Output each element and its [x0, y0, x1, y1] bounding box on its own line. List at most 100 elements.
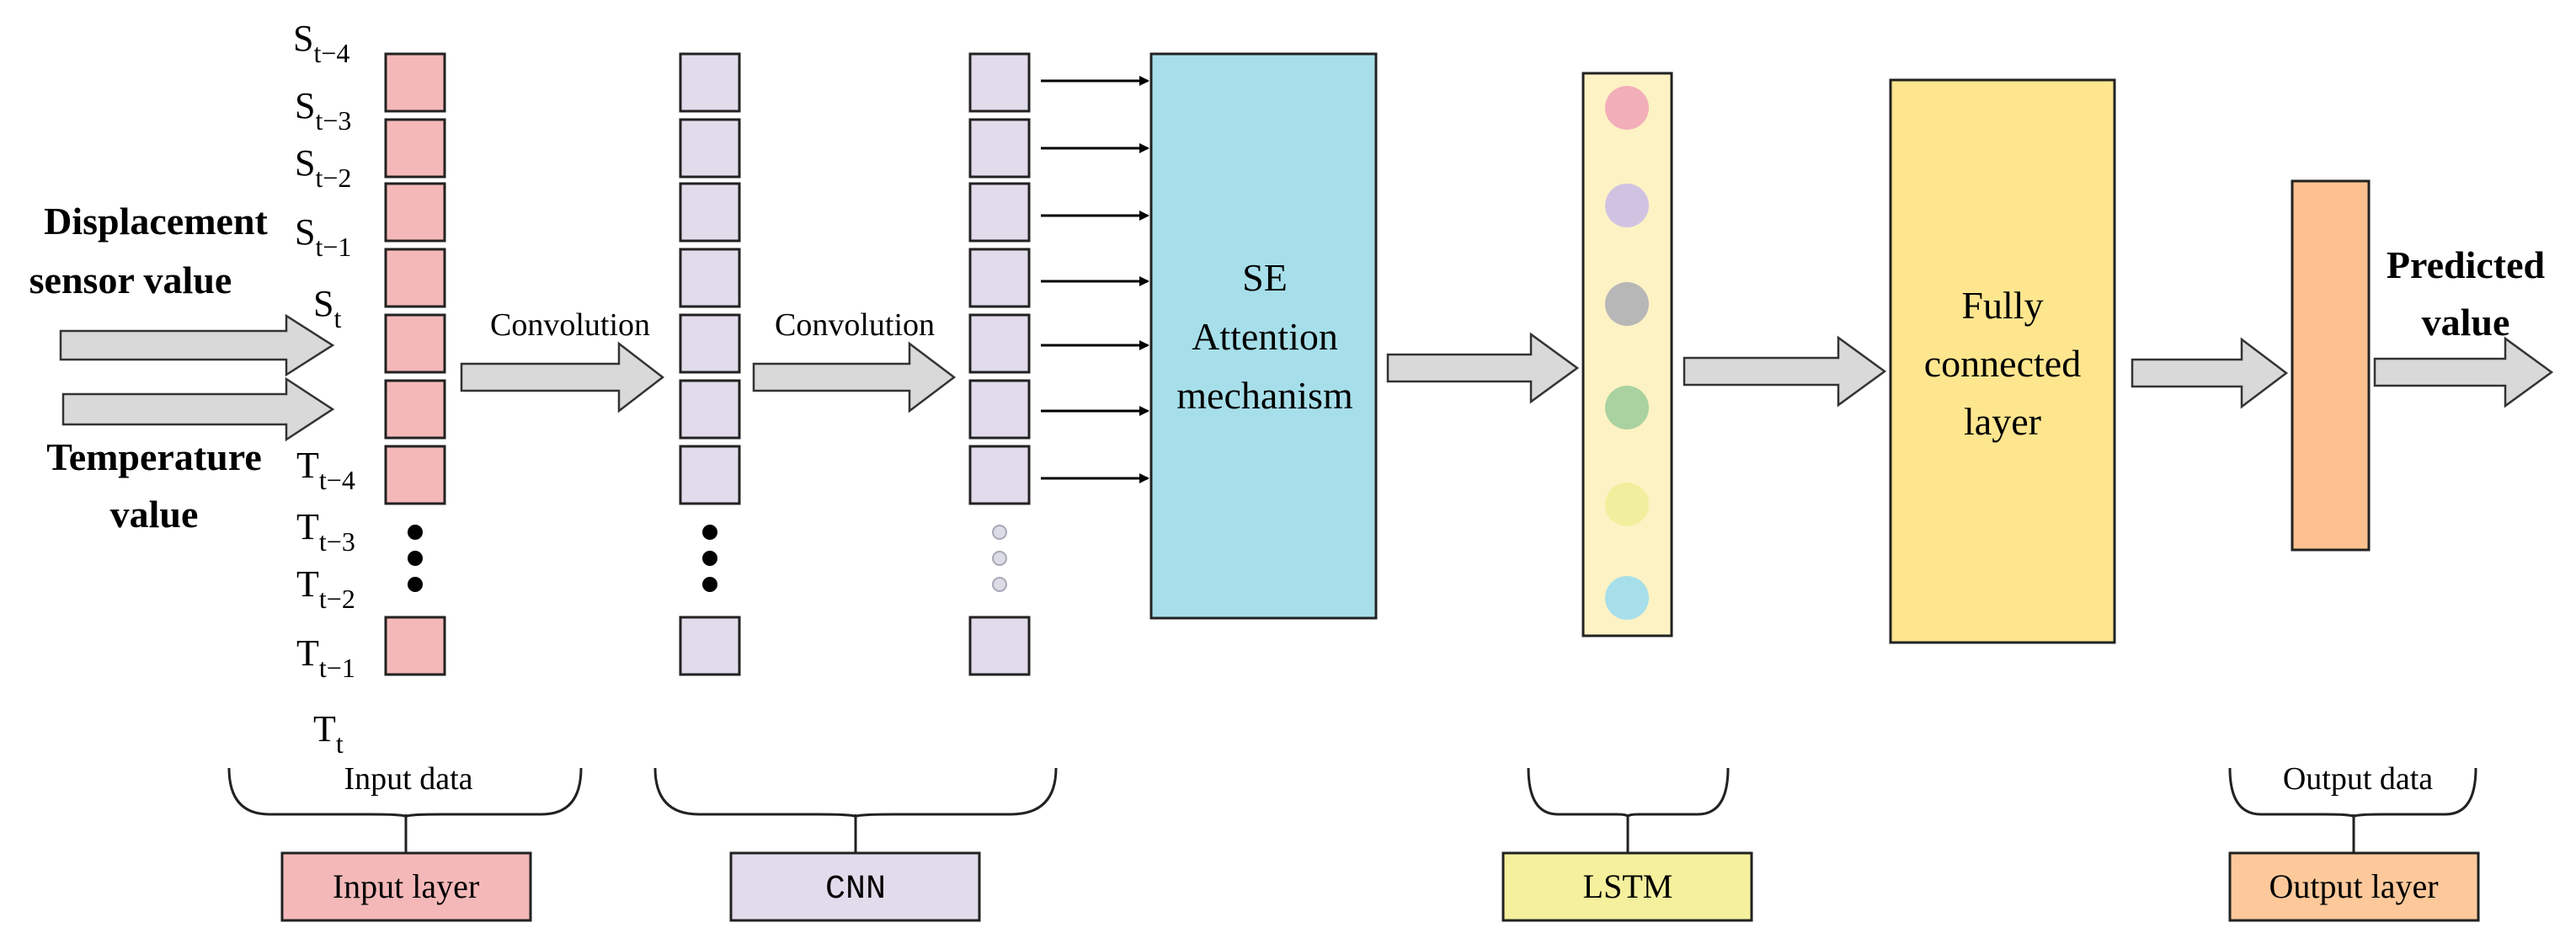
cell — [679, 118, 741, 179]
convolution-label-2: Convolution — [775, 307, 935, 343]
displacement-label-line2: sensor value — [29, 259, 232, 301]
se-label-line2: Attention — [1192, 315, 1338, 358]
ellipsis-dot — [408, 551, 423, 566]
predicted-label-line2: value — [2422, 301, 2510, 344]
sequence-label: St−3 — [295, 85, 351, 136]
cell — [968, 445, 1031, 505]
lstm-unit-dot — [1605, 184, 1649, 227]
sequence-label: Tt−3 — [296, 506, 355, 557]
lstm-bar — [1581, 72, 1673, 637]
ellipsis-dot — [992, 525, 1007, 540]
ellipsis-dot — [702, 525, 717, 540]
sequence-label: St — [313, 283, 341, 333]
cell — [384, 379, 446, 440]
cnn-brace — [653, 767, 1058, 852]
cell — [679, 379, 741, 440]
cell — [968, 182, 1031, 243]
fully-connected-label: Fully connected layer — [1924, 284, 2081, 443]
output-arrow — [2373, 336, 2554, 408]
cnn-cell-column-2 — [968, 52, 1149, 676]
temperature-input-arrow — [61, 376, 335, 442]
cnn-cell-column-1 — [679, 52, 741, 676]
sequence-label: St−2 — [295, 142, 351, 193]
se-label-line1: SE — [1242, 256, 1288, 299]
ellipsis-dot — [992, 551, 1007, 566]
cell — [384, 52, 446, 113]
output-brace — [2228, 767, 2477, 852]
displacement-input-label: Displacement sensor value — [29, 200, 269, 301]
input-layer-label: Input layer — [333, 867, 479, 905]
cell — [968, 248, 1031, 308]
cell — [384, 182, 446, 243]
cell — [968, 118, 1031, 179]
cell — [968, 616, 1031, 676]
cell — [679, 248, 741, 308]
sequence-label: Tt−1 — [296, 632, 355, 683]
fc-label-line1: Fully — [1961, 284, 2043, 327]
cell — [384, 248, 446, 308]
lstm-unit-dot — [1605, 282, 1649, 326]
se-label-line3: mechanism — [1176, 374, 1353, 417]
cell — [679, 616, 741, 676]
cnn-label: CNN — [825, 871, 886, 909]
cell — [968, 313, 1031, 374]
input-data-label: Input data — [344, 761, 472, 797]
cell — [384, 616, 446, 676]
ellipsis-dot — [992, 577, 1007, 592]
cell — [679, 182, 741, 243]
se-attention-block — [1149, 52, 1378, 620]
sequence-label: Tt — [313, 708, 344, 759]
convolution-arrow-2 — [752, 341, 957, 413]
cell — [679, 52, 741, 113]
fully-connected-block — [1889, 78, 2116, 644]
convolution-arrow-1 — [460, 341, 665, 413]
predicted-value-label: Predicted value — [2387, 243, 2546, 344]
cnn-box — [729, 851, 981, 922]
fc-to-output-arrow — [2131, 337, 2289, 409]
cell — [968, 379, 1031, 440]
input-cell-column — [384, 52, 446, 676]
cell — [679, 445, 741, 505]
sequence-label: Tt−4 — [296, 445, 355, 495]
temperature-label-line1: Temperature — [46, 435, 262, 478]
lstm-to-fc-arrow — [1683, 335, 1887, 408]
ellipsis-dot — [408, 525, 423, 540]
lstm-unit-dot — [1605, 86, 1649, 130]
lstm-unit-dot — [1605, 386, 1649, 429]
temperature-input-label: Temperature value — [46, 435, 262, 536]
output-bar — [2291, 179, 2371, 552]
predicted-label-line1: Predicted — [2387, 243, 2546, 286]
input-brace — [227, 767, 583, 852]
ellipsis-dot — [702, 551, 717, 566]
input-layer-box — [280, 851, 532, 922]
sequence-label: Tt−2 — [296, 563, 355, 614]
ellipsis-dot — [408, 577, 423, 592]
output-data-label: Output data — [2283, 761, 2433, 797]
cell — [384, 313, 446, 374]
lstm-unit-dot — [1605, 576, 1649, 620]
cell — [384, 118, 446, 179]
output-layer-label: Output layer — [2269, 867, 2438, 905]
sequence-label: St−1 — [295, 211, 351, 262]
se-to-lstm-arrow — [1386, 332, 1580, 404]
lstm-unit-dot — [1605, 483, 1649, 526]
ellipsis-dot — [702, 577, 717, 592]
temperature-label-line2: value — [110, 493, 199, 536]
cell — [384, 445, 446, 505]
se-attention-label: SE Attention mechanism — [1176, 256, 1353, 417]
output-layer-box — [2228, 851, 2480, 922]
convolution-label-1: Convolution — [490, 307, 650, 343]
lstm-label: LSTM — [1583, 867, 1673, 905]
lstm-brace — [1527, 767, 1730, 852]
sequence-label: St−4 — [293, 18, 349, 68]
fc-label-line3: layer — [1964, 400, 2041, 443]
lstm-units — [1605, 86, 1649, 620]
lstm-box — [1501, 851, 1753, 922]
cell — [679, 313, 741, 374]
displacement-label-line1: Displacement — [44, 200, 268, 243]
fc-label-line2: connected — [1924, 342, 2081, 385]
displacement-input-arrow — [59, 313, 335, 377]
cell — [968, 52, 1031, 113]
